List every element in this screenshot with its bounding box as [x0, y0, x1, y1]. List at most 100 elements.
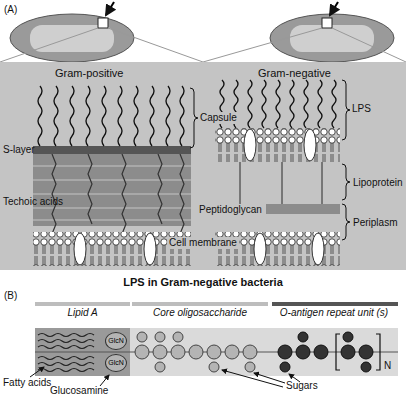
brackets: [190, 80, 350, 240]
lps-structure: [155, 332, 165, 342]
gram-positive-wall: [54, 86, 58, 146]
lps-structure: [153, 345, 167, 359]
cell-icons: [98, 18, 108, 28]
panel-background: [0, 62, 406, 270]
lps-structure: [135, 332, 257, 372]
part-name: Techoic acids: [3, 196, 63, 208]
part-name: S-layer: [3, 144, 35, 156]
cell-icons: [290, 25, 374, 52]
part-name: Sugars: [286, 380, 318, 392]
part-name: Fatty acids: [3, 377, 51, 389]
lps-structure: [173, 332, 183, 342]
panel-letter: (A): [4, 4, 17, 16]
gram-positive-wall: [118, 86, 122, 146]
lps-structure: [245, 362, 255, 372]
cell-icons: [30, 25, 114, 52]
lps-structure: [135, 345, 149, 359]
lps-structure: [38, 357, 94, 360]
repeat-count: N: [384, 360, 391, 372]
lps-structure: [35, 302, 398, 376]
gram-negative-wall: [304, 129, 316, 161]
gram-negative-wall: [290, 80, 294, 128]
part-name: Capsule: [198, 112, 239, 124]
gram-positive-wall: [102, 86, 106, 146]
lps-structure: [155, 362, 165, 372]
gram-positive-wall: [33, 146, 191, 154]
gram-positive-wall: [144, 233, 156, 265]
region-heading: Lipid A: [35, 307, 130, 319]
gram-positive-wall: [134, 86, 138, 146]
gram-positive-wall: [150, 86, 154, 146]
brackets: [342, 80, 350, 140]
zoom-lines: [0, 28, 406, 62]
node-label: GlcN: [108, 337, 124, 345]
gram-positive-wall: [86, 86, 90, 146]
gram-negative-wall: [304, 80, 308, 128]
cell-icons: [322, 18, 332, 28]
gram-positive-wall: [166, 86, 170, 146]
part-name: Cell membrane: [167, 237, 239, 249]
gram-positive-wall: [70, 86, 74, 146]
lps-structure: [278, 332, 373, 372]
cell-icons: [330, 2, 338, 15]
glucosamine-circle: GlcN: [105, 354, 127, 372]
gram-negative-wall: [312, 233, 324, 265]
lps-structure: [280, 362, 290, 372]
brackets: [342, 204, 350, 240]
leader-lines: [30, 367, 300, 387]
gram-negative-wall: [318, 80, 322, 128]
part-name: Periplasm: [353, 217, 397, 229]
gram-negative-wall: [248, 80, 252, 128]
gram-positive-wall: [180, 86, 184, 146]
group-title: Gram-positive: [55, 67, 123, 79]
gram-negative-wall: [266, 204, 340, 214]
lps-structure: [298, 332, 308, 342]
region-heading: Core oligosaccharide: [130, 307, 270, 319]
leader-lines: [222, 370, 283, 387]
brackets: [190, 88, 198, 148]
leader-lines: [254, 373, 285, 383]
lps-structure: [272, 302, 398, 306]
gram-negative-wall: [215, 128, 340, 162]
part-name: Lipoprotein: [353, 177, 402, 189]
lps-structure: [314, 345, 328, 359]
lps-structure: [38, 340, 94, 343]
lps-structure: [296, 345, 310, 359]
lps-structure: [189, 345, 203, 359]
lps-structure: [359, 345, 373, 359]
lps-structure: [343, 332, 353, 342]
lps-structure: [38, 334, 94, 337]
lps-structure: [137, 332, 147, 342]
gram-positive-wall: [52, 154, 184, 234]
lps-structure: [209, 362, 219, 372]
part-name: Peptidoglycan: [197, 204, 264, 216]
glucosamine-circle: GlcN: [105, 332, 127, 350]
gram-positive-wall: [38, 86, 42, 146]
gram-positive-wall: [74, 233, 86, 265]
group-title: Gram-negative: [258, 67, 331, 79]
lps-region: O-antigen repeat unit (s): [270, 328, 398, 376]
zoom-lines: [0, 28, 406, 62]
lps-structure: [35, 302, 130, 306]
lps-structure: [38, 363, 94, 366]
cell-icons: [106, 2, 114, 15]
gram-positive-wall: [33, 154, 191, 226]
gram-negative-wall: [262, 80, 266, 128]
part-name: LPS: [352, 103, 371, 115]
gram-negative-wall: [254, 233, 266, 265]
gram-negative-wall: [244, 129, 256, 161]
lps-structure: [336, 334, 380, 370]
gram-negative-wall: [332, 80, 336, 128]
brackets: [342, 164, 350, 200]
section-title: LPS in Gram-negative bacteria: [123, 276, 283, 288]
lps-structure: [361, 362, 371, 372]
gram-positive-wall: [33, 166, 191, 220]
gram-negative-wall: [240, 162, 322, 204]
lps-structure: [341, 345, 355, 359]
cell-icons: [10, 14, 134, 62]
lps-structure: [243, 345, 257, 359]
gram-negative-wall: [276, 80, 280, 128]
cell-icons: [10, 2, 394, 62]
lps-structure: [38, 369, 94, 372]
lps-structure: [132, 302, 268, 306]
